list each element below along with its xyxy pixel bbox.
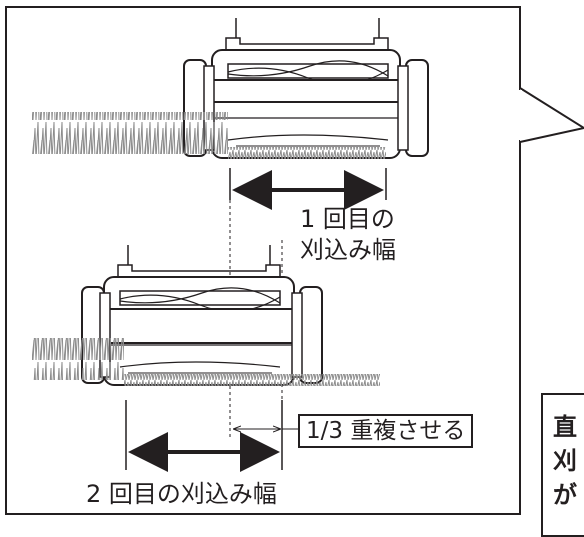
diagram-canvas [5,6,584,515]
cut-grass-bottom [124,374,380,386]
main-frame [5,6,521,515]
first-pass-label-line1: 1 回目の [300,205,395,233]
note-box: 直 刈 が [541,393,584,537]
uncut-grass-bottom [32,338,124,380]
uncut-grass-top [32,112,228,154]
note-line-3: が [553,481,577,509]
overlap-label: 1/3 重複させる [298,414,474,448]
second-pass-label: 2 回目の刈込み幅 [86,480,277,508]
note-line-2: 刈 [553,447,577,475]
cut-grass-top [228,147,386,159]
callout-pointer [516,87,584,143]
lawnmower-overlap-diagram: 1 回目の 刈込み幅 1/3 重複させる 2 回目の刈込み幅 直 刈 が [5,6,584,537]
first-pass-label-line2: 刈込み幅 [300,236,396,264]
first-pass-mower [183,18,429,159]
second-pass-mower [81,245,323,386]
note-line-1: 直 [553,413,577,441]
